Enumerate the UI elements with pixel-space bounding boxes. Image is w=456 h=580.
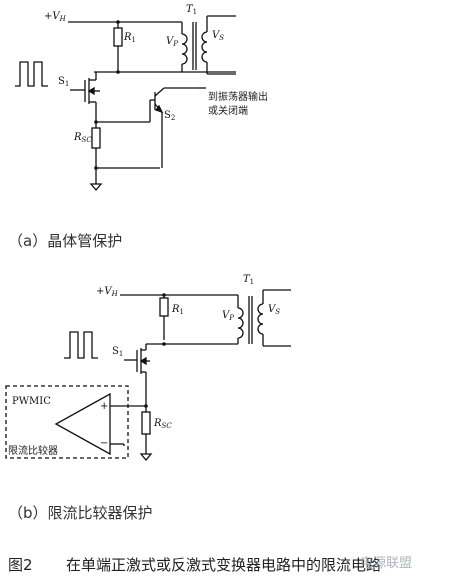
pulse-waveform-b bbox=[64, 331, 98, 359]
svg-text:S1: S1 bbox=[58, 76, 69, 88]
figure-number: 图2 bbox=[8, 556, 33, 574]
svg-text:+VH: +VH bbox=[44, 11, 67, 23]
pwmic-label: PWMIC bbox=[12, 396, 51, 407]
svg-text:+VH: +VH bbox=[96, 286, 119, 298]
caption-b: （b）限流比较器保护 bbox=[8, 504, 153, 522]
rsc-label-b: R bbox=[153, 418, 162, 429]
caption-a: （a）晶体管保护 bbox=[8, 232, 123, 250]
resistor-rsc-b bbox=[141, 411, 151, 435]
circuit-diagram-a: +VH T1 R1 VP VS S1 S2 RSC 到振荡器输出 或关闭端 bbox=[15, 4, 268, 192]
comparator-minus-label: − bbox=[100, 438, 108, 449]
s1-label-b: S bbox=[112, 346, 119, 357]
svg-text:R1: R1 bbox=[171, 304, 184, 316]
primary-winding-b bbox=[237, 307, 244, 339]
figure-title: 图2 在单端正激式或反激式变换器电路中的限流电路 bbox=[8, 554, 381, 575]
svg-text:T1: T1 bbox=[243, 274, 254, 286]
s2-label-a: S bbox=[164, 110, 171, 121]
svg-text:VP: VP bbox=[222, 310, 234, 322]
primary-winding-a bbox=[181, 33, 188, 65]
vs-label-b: V bbox=[268, 304, 277, 315]
resistor-rsc-a bbox=[91, 127, 101, 149]
r1-label-b: R bbox=[171, 304, 180, 315]
vs-label-a: V bbox=[212, 30, 221, 41]
current-limit-comparator bbox=[54, 392, 111, 456]
pwmic-box bbox=[5, 385, 129, 459]
vp-label-b: V bbox=[222, 310, 231, 321]
svg-text:S1: S1 bbox=[112, 346, 123, 358]
r1-label-a: R bbox=[123, 32, 132, 43]
svg-text:RSC: RSC bbox=[153, 418, 172, 430]
svg-text:VS: VS bbox=[212, 30, 224, 42]
oscillator-annotation-line2: 或关闭端 bbox=[208, 104, 248, 117]
ground-symbol-b bbox=[139, 453, 153, 462]
s1-label-a: S bbox=[58, 76, 65, 87]
secondary-winding-b bbox=[257, 303, 264, 335]
watermark: 电源联盟 bbox=[360, 556, 413, 571]
oscillator-annotation-line1: 到振荡器输出 bbox=[208, 90, 268, 103]
svg-text:T1: T1 bbox=[186, 4, 197, 16]
vp-label-a: V bbox=[166, 36, 175, 47]
rsc-label-a: R bbox=[73, 132, 82, 143]
svg-text:VS: VS bbox=[268, 304, 280, 316]
svg-text:R1: R1 bbox=[123, 32, 136, 44]
pulse-waveform-a bbox=[15, 61, 48, 87]
secondary-winding-a bbox=[201, 31, 208, 63]
svg-text:S2: S2 bbox=[164, 110, 175, 122]
circuit-diagram-b: +VH T1 R1 VP VS S1 RSC PWMIC + − 限流比较器 bbox=[5, 274, 291, 462]
transformer-label-a: T bbox=[186, 4, 194, 15]
comparator-label: 限流比较器 bbox=[8, 444, 58, 457]
transformer-label-b: T bbox=[243, 274, 251, 285]
ground-symbol-a bbox=[89, 183, 103, 192]
supply-label-b: +V bbox=[96, 286, 113, 297]
resistor-r1-a bbox=[113, 27, 123, 47]
svg-text:RSC: RSC bbox=[73, 132, 92, 144]
supply-label-a: +V bbox=[44, 11, 61, 22]
comparator-plus-label: + bbox=[100, 401, 108, 412]
resistor-r1-b bbox=[159, 297, 169, 317]
svg-text:VP: VP bbox=[166, 36, 178, 48]
figure-title-text: 在单端正激式或反激式变换器电路中的限流电路 bbox=[66, 556, 382, 574]
